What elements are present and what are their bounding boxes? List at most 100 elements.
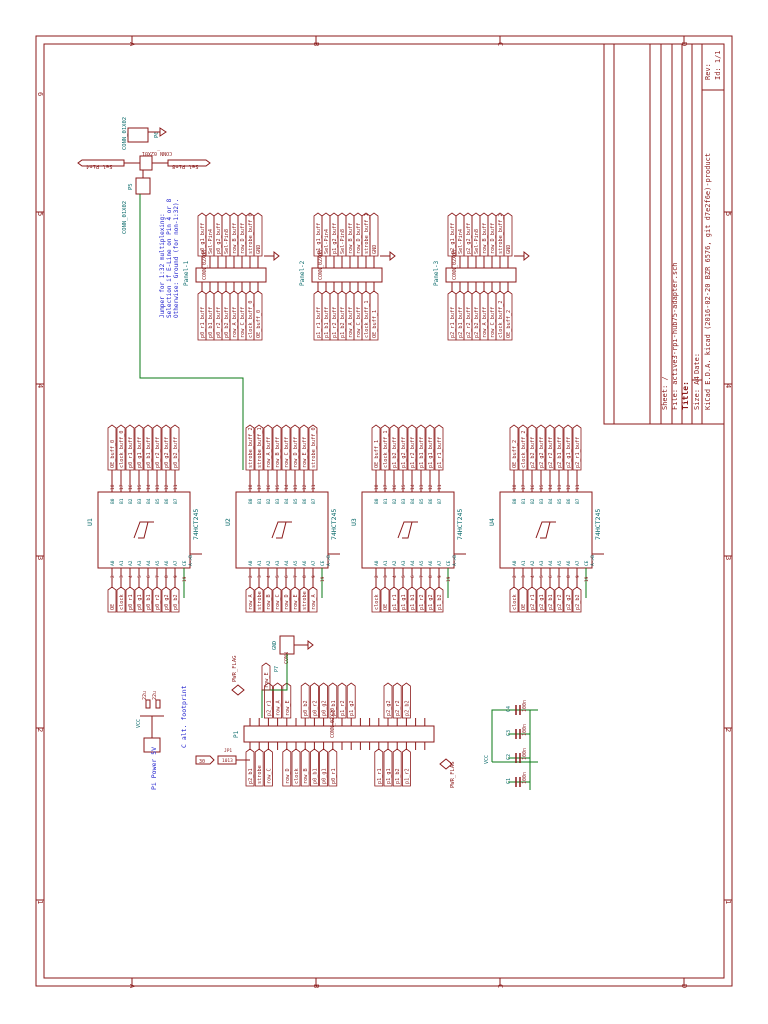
buffer-body	[235, 491, 329, 569]
panel-net-top: Sel-Pin8	[340, 229, 346, 254]
panel-net-bottom-box	[479, 290, 489, 341]
rpi-net-bottom: clock	[294, 768, 300, 784]
power-note: C alt. footprint	[180, 685, 188, 748]
net-label-a: clock	[374, 594, 380, 610]
pin-num-b: 14	[410, 484, 416, 490]
panel-net-top-box	[487, 212, 497, 257]
net-label-b-box	[545, 424, 555, 471]
net-label-b-box	[572, 424, 582, 471]
net-label-b: p2_g1_buff	[566, 437, 572, 468]
panel-net-top-box	[197, 212, 207, 257]
rpi-net-top: p1_b1	[331, 700, 337, 716]
rpi-net-top-box	[383, 682, 393, 719]
pin-num-b: 11	[173, 484, 179, 490]
net-label-b-box	[509, 424, 519, 471]
panel-net-bottom-box	[321, 290, 331, 341]
net-label-b-box	[554, 424, 564, 471]
sel-pin8-label: Sel-Pin8	[172, 163, 199, 169]
pin-name-b: B2	[128, 498, 134, 504]
panel-net-bottom: OE_buff_2	[506, 310, 512, 338]
net-label-b-box	[161, 424, 171, 471]
panel-part: CONN_02X08	[202, 250, 208, 280]
rpi-net-top-box	[319, 682, 328, 719]
ground-icon	[389, 250, 396, 262]
jp1-part: 1013	[222, 758, 233, 764]
net-label-a: p1_r2	[419, 594, 425, 610]
pin-name-a: A0	[512, 560, 518, 566]
panel-net-top-box	[229, 212, 239, 257]
net-label-b: p1_r1_buff	[437, 437, 443, 468]
net-label-a-box	[152, 586, 162, 613]
pin-name-a: A0	[248, 560, 254, 566]
rpi-net-bottom: row_D	[285, 768, 291, 784]
net-label-a: strobe	[257, 591, 263, 610]
pin-num-a: 2	[248, 575, 254, 578]
net-label-a: p0_b2	[173, 594, 179, 610]
panel-net-top-box	[313, 212, 323, 257]
panel-net-top-box	[221, 212, 231, 257]
net-label-a: p1_g2	[428, 594, 434, 610]
p7-ref: P7	[274, 666, 280, 672]
panel-net-bottom: p1_r2_buff	[332, 307, 338, 338]
panel-net-bottom-box	[487, 290, 497, 341]
net-label-b-box	[425, 424, 435, 471]
rpi-net-top: p2_r1	[266, 700, 272, 716]
net-label-a: p2_r1	[530, 594, 536, 610]
p4-ref: P5	[128, 183, 134, 190]
net-label-b-box	[416, 424, 426, 471]
net-label-a-box	[134, 586, 144, 613]
pin-name-a: A7	[437, 560, 443, 566]
gnd-wire	[261, 654, 288, 718]
net-label-b-box	[152, 424, 162, 471]
rpi-net-bottom: p1_r1	[377, 768, 383, 784]
net-label-b: OE_buff_2	[512, 440, 518, 468]
panel-net-bottom-box	[229, 290, 239, 341]
rpi-net-bottom-box	[383, 748, 393, 787]
panel-1: CONN_02X08Panel-1p0_g1_buffp0_r1_buffSel…	[183, 212, 280, 341]
panel-net-top: GND	[372, 245, 378, 254]
panel-net-top: Sel-Pin4	[324, 229, 330, 254]
pin-num-a: 9	[437, 575, 443, 578]
pin-num-b: 13	[557, 484, 563, 490]
row-label-4-right: 4	[724, 384, 732, 388]
pin-num-b: 12	[164, 484, 170, 490]
rpi-net-bottom-box	[264, 748, 273, 787]
panel-net-top: Sel-Pin8	[474, 229, 480, 254]
panel-net-bottom: row_A_buff	[348, 307, 354, 338]
pin-name-b: B5	[419, 498, 425, 504]
col-label-d-bottom: D	[680, 984, 688, 988]
net-label-a-box	[572, 586, 582, 613]
pin-num-a: 3	[521, 575, 527, 578]
net-30-box	[195, 755, 215, 765]
net-label-a-box	[107, 586, 117, 613]
net-label-a-box	[545, 586, 555, 613]
pin-num-a: 6	[284, 575, 290, 578]
panel-net-top: Sel-Pin4	[458, 229, 464, 254]
schmitt-symbol	[133, 521, 154, 539]
panel-net-bottom: p2_r1_buff	[450, 307, 456, 338]
pin-name-a: A5	[155, 560, 161, 566]
row-label-3-right: 3	[724, 556, 732, 560]
panel-net-top-box	[337, 212, 347, 257]
net-label-a: p2_b2	[575, 594, 581, 610]
net-label-b-box	[380, 424, 390, 471]
panel-net-top-box	[471, 212, 481, 257]
jumper-note-line: Jumper for 1:32 multiplexing:	[159, 213, 166, 318]
panel-net-top: p2_g1_buff	[450, 223, 456, 254]
sel-pin4-box	[77, 159, 125, 167]
rpi-net-top-box	[337, 682, 347, 719]
panel-net-top: p0_g2_buff	[216, 223, 222, 254]
net-label-b-box	[290, 424, 300, 471]
pin-name-a: A4	[146, 560, 152, 566]
rpi-net-top: p0_r2	[312, 700, 318, 716]
panel-net-bottom: row_A_buff	[482, 307, 488, 338]
rpi-net-bottom-box	[374, 748, 384, 787]
decoupling-vcc: VCC	[484, 755, 490, 764]
panel-net-bottom: clock_buff_2	[498, 301, 504, 338]
panel-net-bottom: p1_b1_buff	[324, 307, 330, 338]
pin-name-b: B6	[164, 498, 170, 504]
row-label-3: 3	[36, 556, 44, 560]
row-label-2: 2	[36, 728, 44, 732]
